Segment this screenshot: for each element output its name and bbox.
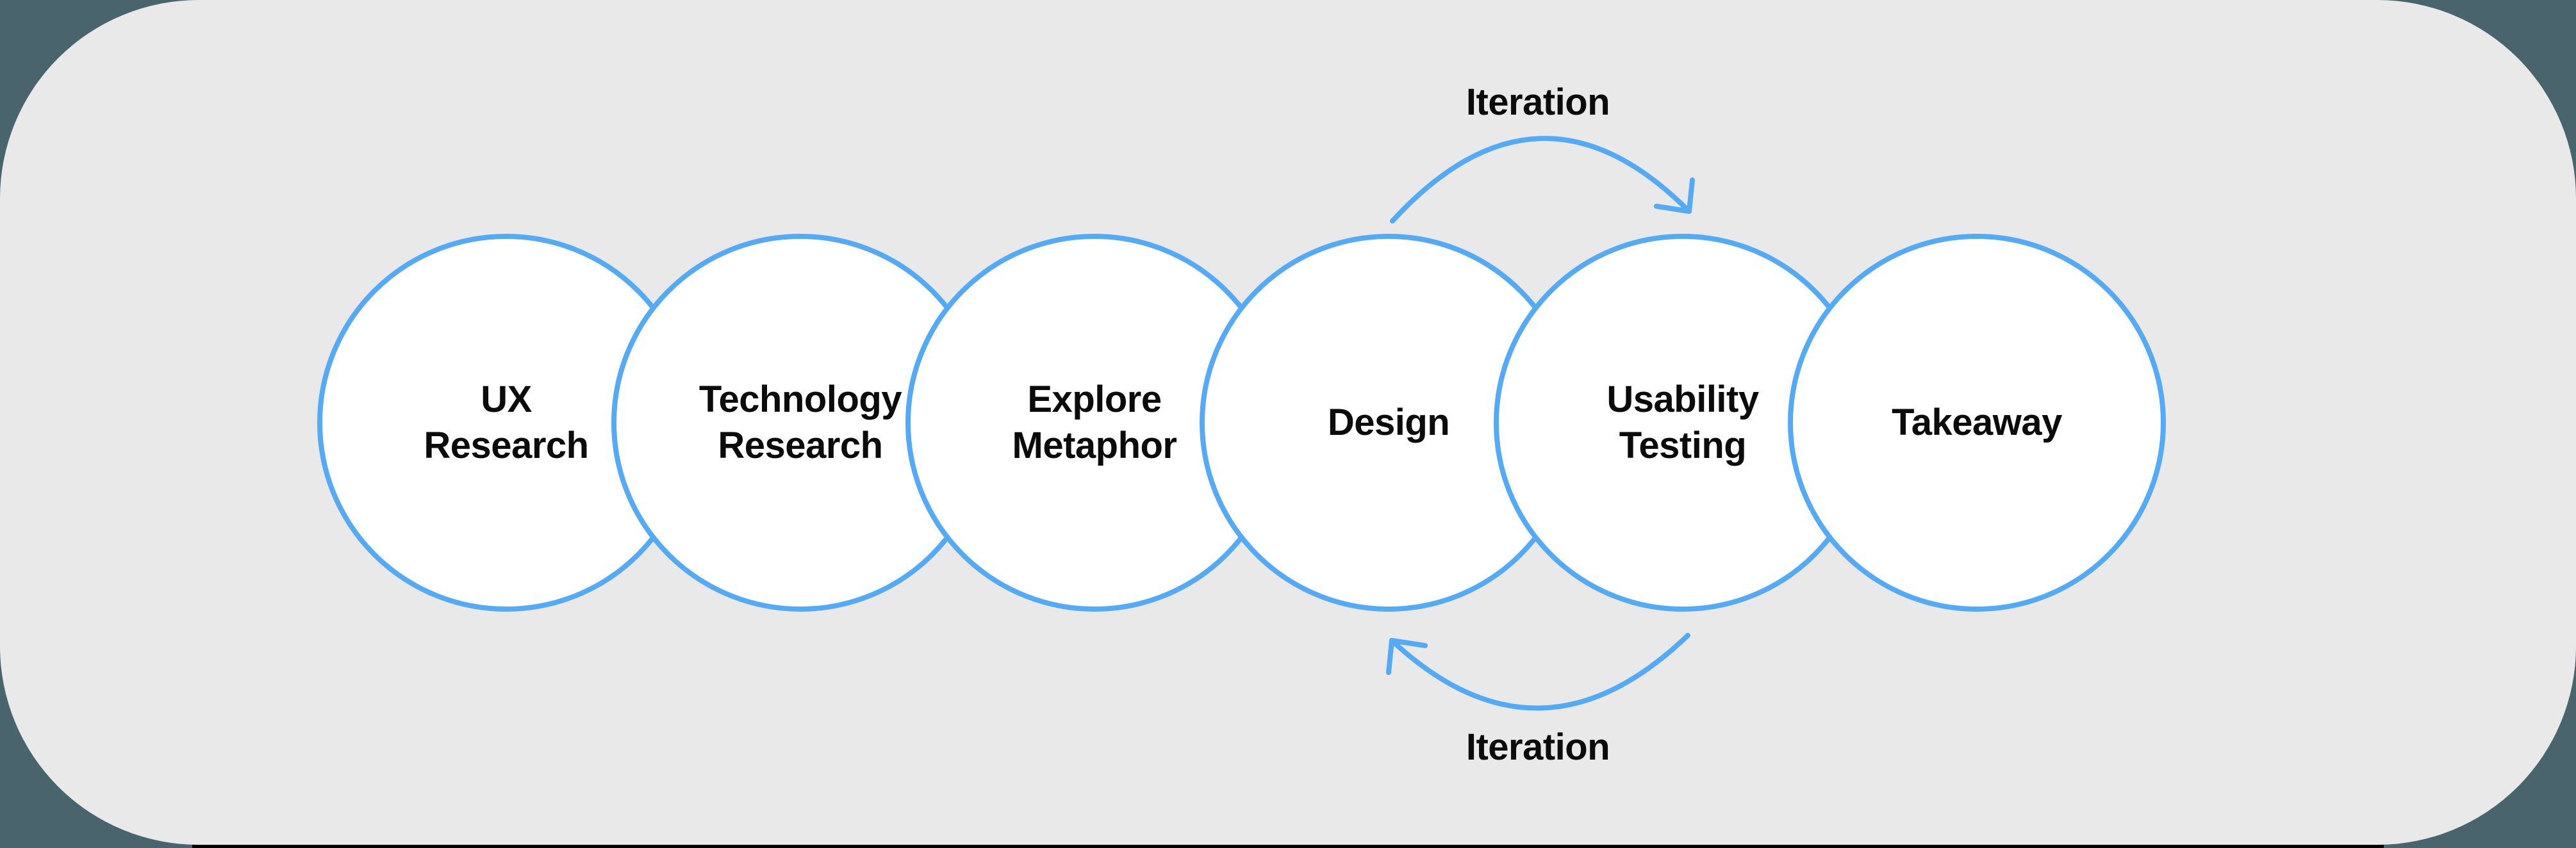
curved-arrow-right-icon bbox=[1390, 136, 1695, 224]
iteration-bottom-label: Iteration bbox=[1466, 726, 1610, 768]
stage-label: Explore Metaphor bbox=[1012, 379, 1178, 466]
stage-label: Technology Research bbox=[698, 379, 902, 466]
stage-label: Usability Testing bbox=[1606, 379, 1759, 466]
stage-label: UX Research bbox=[424, 379, 589, 466]
bottom-edge-bar bbox=[192, 845, 2384, 848]
curved-arrow-left-icon bbox=[1386, 633, 1690, 711]
stage-label: Takeaway bbox=[1892, 402, 2062, 443]
stage-label: Design bbox=[1327, 402, 1450, 443]
iteration-top-label: Iteration bbox=[1466, 81, 1610, 123]
stage-circle-takeaway: Takeaway bbox=[1788, 234, 2166, 612]
